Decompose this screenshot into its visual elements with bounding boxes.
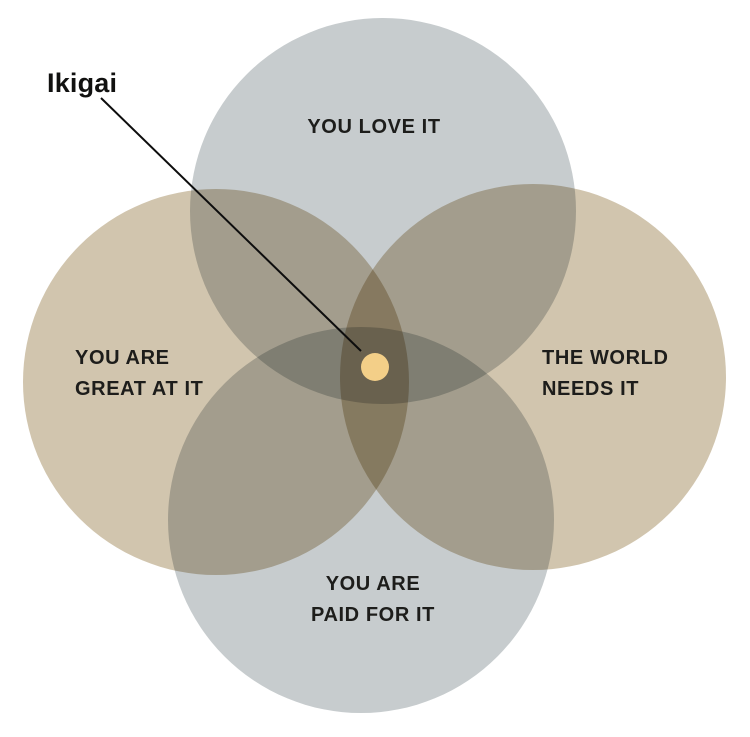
ikigai-annotation-label: Ikigai [47, 68, 117, 98]
label-world-needs-line2: NEEDS IT [542, 378, 639, 400]
zone-labels: YOU LOVE IT YOU ARE GREAT AT IT THE WORL… [75, 116, 669, 626]
venn-circles [23, 18, 726, 713]
circle-you-are-paid-for-it [168, 327, 554, 713]
label-you-love-it: YOU LOVE IT [307, 116, 440, 138]
label-paid-for-it-line2: PAID FOR IT [311, 604, 435, 626]
label-you-are-great-line1: YOU ARE [75, 347, 170, 369]
ikigai-leader-line [100, 97, 362, 352]
label-paid-for-it-line1: YOU ARE [326, 573, 421, 595]
ikigai-dot [361, 353, 389, 381]
label-you-are-great-line2: GREAT AT IT [75, 378, 203, 400]
label-world-needs-line1: THE WORLD [542, 347, 669, 369]
